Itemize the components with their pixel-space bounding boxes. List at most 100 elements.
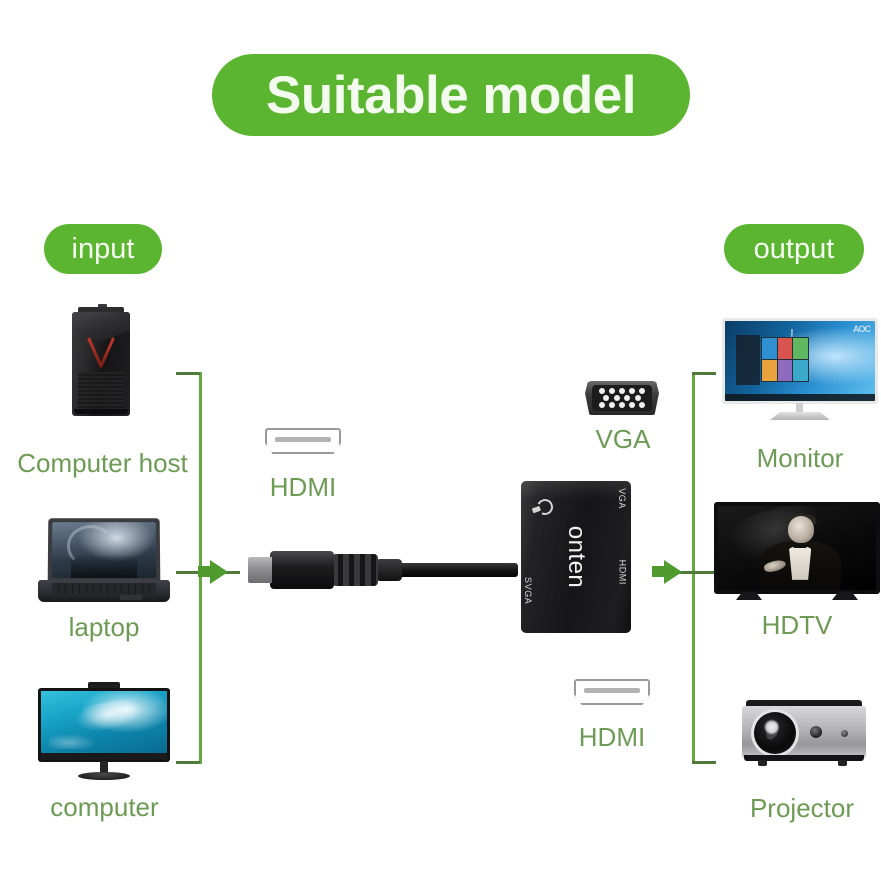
vga-pin-row [595, 388, 649, 394]
projector-leg-right [838, 760, 847, 766]
projector-lens-icon [754, 712, 796, 754]
output-bracket-top-stub [692, 372, 716, 375]
hdtv-icon [714, 502, 880, 608]
aio-stand-neck [100, 761, 108, 774]
projector-leg-left [758, 760, 767, 766]
hdtv-person-shirt [789, 542, 812, 580]
laptop-lid [47, 518, 161, 583]
input-section-badge: input [44, 224, 162, 274]
adapter-port-label-hdmi: HDMI [617, 559, 627, 585]
aio-stand-base [78, 772, 130, 780]
input-device-label-laptop: laptop [68, 612, 140, 642]
hdtv-person-head [787, 516, 815, 543]
laptop-trackpad [120, 595, 142, 600]
hdtv-foot-left [736, 592, 762, 600]
output-connector-label-hdmi: HDMI [578, 722, 646, 752]
tile [762, 338, 777, 359]
hdmi-cable-cord [398, 563, 518, 577]
hdmi-adapter-device: onten VGA HDMI SVGA [521, 481, 631, 633]
hdmi-port-slot [584, 688, 640, 693]
monitor-icon: AOC [722, 318, 878, 422]
monitor-screen: AOC [725, 321, 875, 401]
aio-panel [38, 688, 170, 762]
vga-pin [624, 395, 631, 401]
tile [777, 338, 793, 359]
projector-top-panel [746, 700, 862, 707]
aio-screen [41, 691, 167, 753]
vga-pin [603, 395, 610, 401]
start-menu-panel [735, 335, 760, 385]
monitor-stand-neck [796, 403, 803, 414]
laptop-keyboard [52, 583, 156, 594]
input-bracket-top-stub [176, 372, 200, 375]
input-connector-label-hdmi: HDMI [269, 472, 337, 502]
start-menu-tiles [761, 337, 809, 382]
output-flow-arrow [664, 560, 682, 584]
hdtv-person-bowtie [793, 542, 808, 548]
hdmi-port-shell [574, 679, 650, 705]
hdmi-plug-strain-relief [376, 559, 402, 581]
tower-accent-stripe-icon [83, 338, 119, 368]
page-title: Suitable model [266, 65, 636, 125]
tower-foot [74, 409, 128, 414]
output-device-label-hdtv: HDTV [761, 610, 833, 640]
vga-pin-row [595, 395, 649, 401]
output-device-label-monitor: Monitor [756, 443, 844, 473]
output-bracket-bottom-stub [692, 761, 716, 764]
vga-pin [619, 402, 625, 408]
pc-tower-icon [72, 304, 130, 419]
vga-pin [599, 402, 605, 408]
input-flow-arrow [210, 560, 228, 584]
projector-base [744, 755, 864, 761]
laptop-icon [38, 518, 170, 604]
vga-port-icon [585, 381, 659, 415]
aio-bezel-chin [41, 753, 167, 760]
output-section-badge: output [724, 224, 864, 274]
vga-pin [599, 388, 605, 394]
hdtv-foot-right [832, 592, 858, 600]
page-title-banner: Suitable model [212, 54, 690, 136]
tower-body [72, 312, 130, 416]
output-section-label: output [753, 232, 835, 265]
vga-pin-field [592, 385, 652, 411]
adapter-port-label-vga: VGA [617, 488, 627, 509]
vga-pin [629, 388, 635, 394]
laptop-screen [51, 522, 157, 579]
vga-pin [609, 402, 615, 408]
input-section-label: input [71, 232, 135, 265]
hdmi-plug-grip [332, 554, 378, 586]
projector-indicator [841, 730, 848, 737]
webcam-bar-icon [88, 682, 120, 689]
vga-pin [634, 395, 641, 401]
vga-pin [609, 388, 615, 394]
hdmi-port-icon-output [574, 679, 650, 705]
laptop-wallpaper-arc [66, 525, 115, 567]
monitor-brand-logo: AOC [853, 324, 871, 334]
projector-icon [742, 700, 866, 770]
vga-pin [639, 388, 645, 394]
input-device-label-computer: computer [50, 792, 159, 822]
hdmi-port-shell [265, 428, 341, 454]
vga-pin-row [595, 402, 649, 408]
projector-sensor [810, 726, 822, 738]
input-arrow-tail [198, 566, 212, 577]
hdtv-screen [718, 506, 876, 590]
vga-pin [613, 395, 620, 401]
output-bracket-vertical [692, 372, 695, 764]
hdtv-panel [714, 502, 880, 594]
tower-top-panel [78, 307, 124, 313]
output-bracket-mid-line [652, 571, 716, 574]
tile [762, 359, 777, 381]
adapter-brand-label: onten [563, 525, 590, 589]
laptop-base [38, 580, 170, 602]
input-bracket-bottom-stub [176, 761, 200, 764]
tile [793, 359, 808, 381]
tower-vent-mesh [78, 372, 124, 412]
adapter-port-label-svga: SVGA [523, 577, 533, 605]
tile [777, 359, 793, 381]
output-connector-label-vga: VGA [595, 424, 651, 454]
vga-port-shell [585, 381, 659, 415]
taskbar [725, 393, 875, 401]
output-device-label-projector: Projector [749, 793, 855, 823]
